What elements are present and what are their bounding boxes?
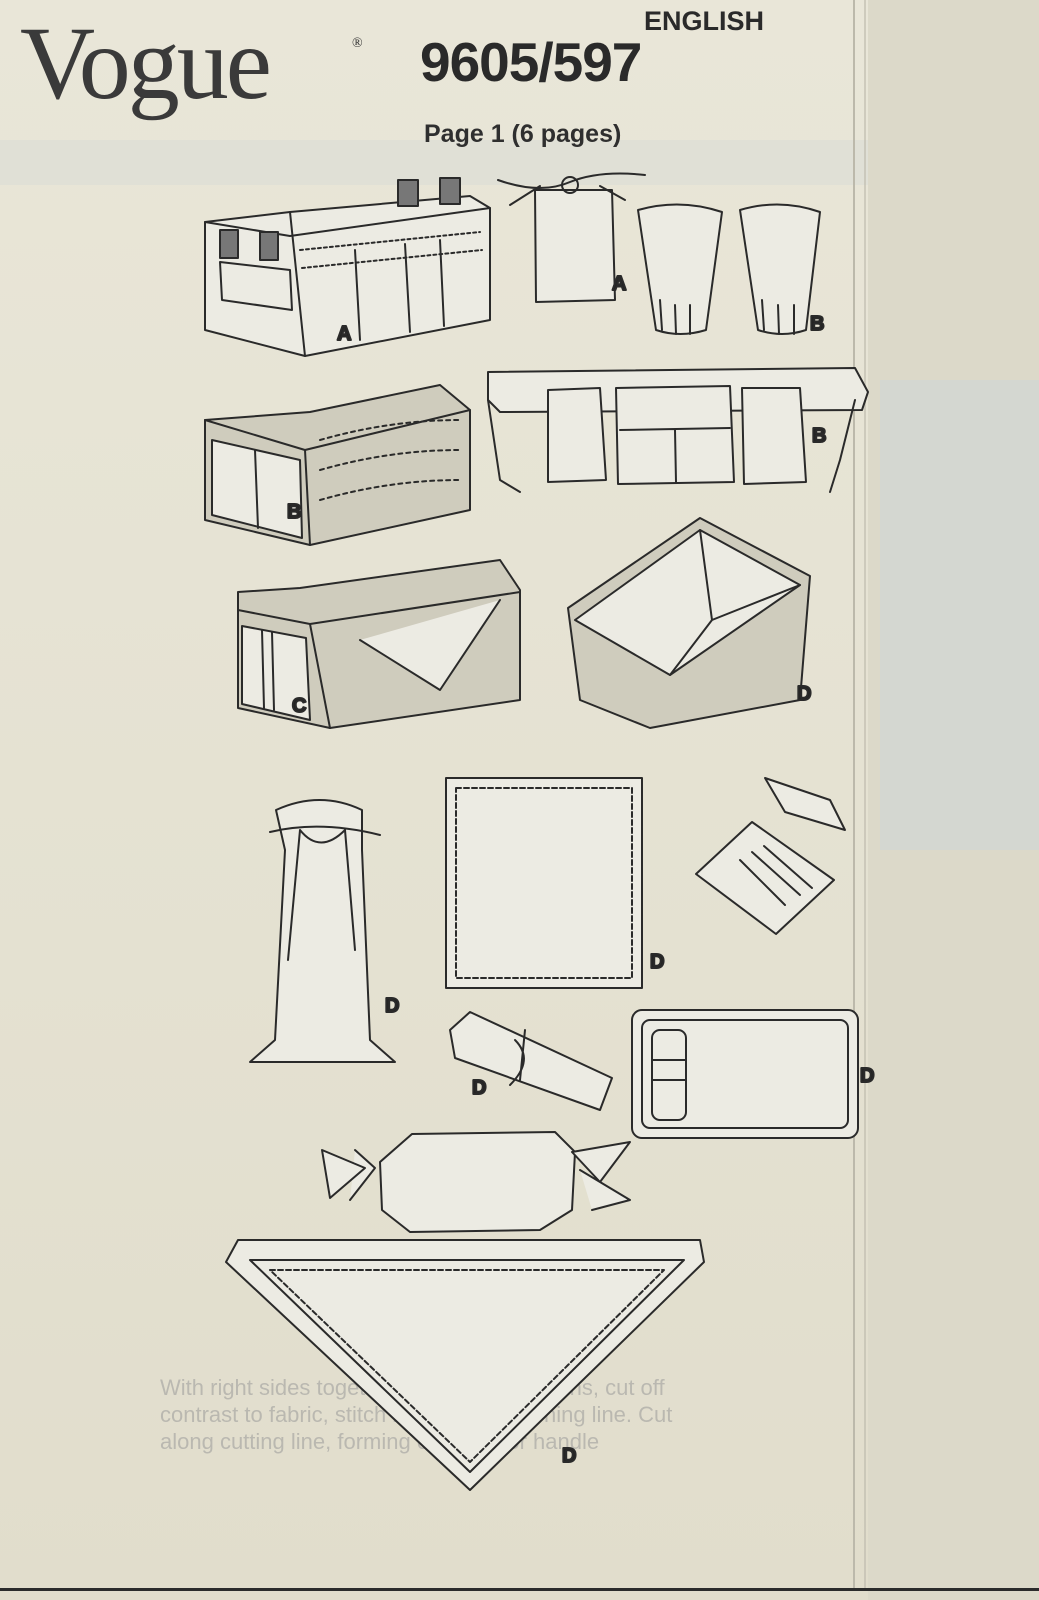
view-label: D	[385, 995, 399, 1017]
tote-bag-illustration	[204, 177, 491, 357]
view-label: D	[860, 1065, 874, 1087]
page-count: Page 1 (6 pages)	[424, 120, 622, 148]
placemat-illustration	[445, 777, 643, 989]
pattern-number: 9605/597	[420, 31, 642, 93]
view-label: D	[472, 1077, 486, 1099]
view-label: A	[612, 273, 626, 295]
column-divider	[853, 0, 855, 1588]
view-label: B	[812, 425, 826, 447]
napkin-roll-illustration	[449, 1011, 613, 1111]
language-label: ENGLISH	[644, 6, 765, 36]
bolster-illustration	[321, 1131, 631, 1233]
brand-logo: Vogue	[20, 6, 272, 121]
view-label: B	[810, 313, 824, 335]
cutlery-pocket-illustration	[695, 777, 846, 935]
cup-holder-illustration	[637, 203, 821, 335]
bleed-shade	[880, 380, 1039, 850]
basket-liner-illustration	[237, 559, 521, 729]
tray-illustration	[631, 1009, 859, 1139]
organizer-belt-illustration	[487, 367, 869, 493]
view-label: C	[292, 695, 306, 717]
bottle-bag-illustration	[249, 799, 396, 1063]
view-label: B	[287, 501, 301, 523]
registered-mark: ®	[352, 36, 363, 51]
bleed-shade	[0, 140, 868, 185]
basket-illustration	[204, 384, 471, 546]
column-divider	[864, 0, 866, 1588]
view-label: D	[797, 683, 811, 705]
tablecloth-illustration	[225, 1239, 705, 1491]
view-label: A	[337, 323, 351, 345]
lined-basket-illustration	[567, 517, 811, 729]
drawstring-bag-illustration	[497, 172, 646, 303]
view-label: D	[650, 951, 664, 973]
view-label: D	[562, 1445, 576, 1467]
bottom-rule	[0, 1588, 1039, 1591]
